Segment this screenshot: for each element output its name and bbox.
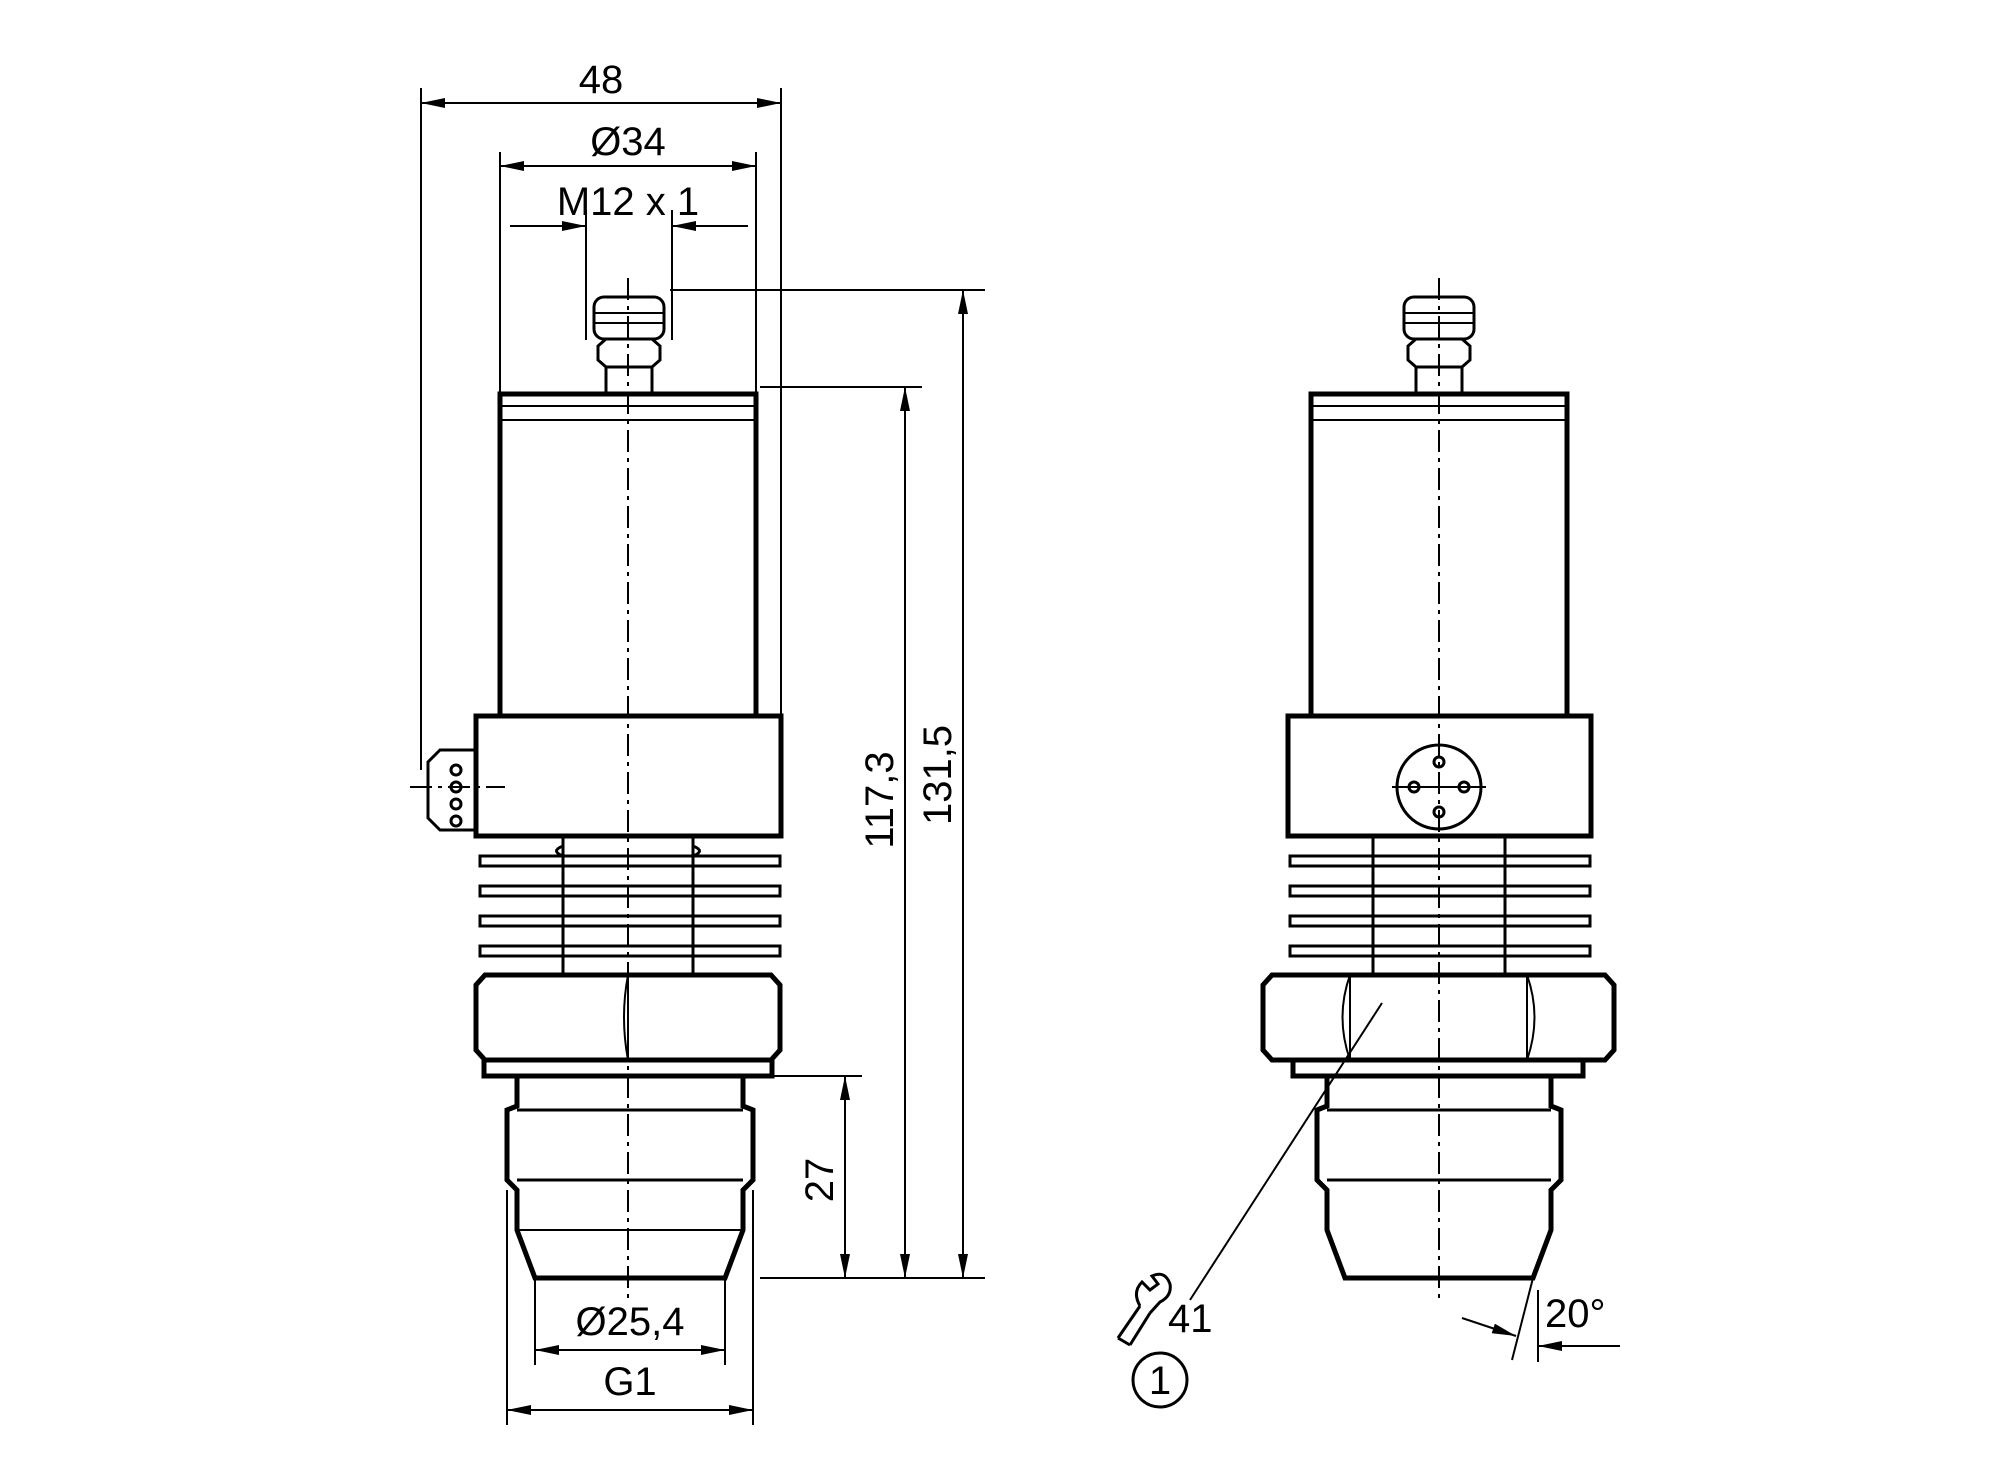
callout-number: 1 <box>1149 1359 1171 1403</box>
process-thread <box>504 1076 756 1281</box>
side-connector <box>410 748 505 832</box>
dim-thread-length: 27 <box>798 1158 842 1203</box>
dimension-lines <box>420 88 1620 1425</box>
dim-housing-diameter: Ø34 <box>590 120 666 164</box>
dim-height-housing: 117,3 <box>858 751 902 848</box>
dim-connector-thread: M12 x 1 <box>557 180 699 224</box>
callout-circle <box>1131 1351 1189 1409</box>
dim-wrench-size: 41 <box>1168 1297 1213 1341</box>
front-view <box>1260 278 1617 1300</box>
dim-height-total: 131,5 <box>916 725 960 825</box>
dim-tip-diameter: Ø25,4 <box>576 1300 685 1344</box>
wrench-icon <box>1116 1272 1172 1347</box>
cooling-fins <box>478 836 782 975</box>
dim-angle: 20° <box>1545 1292 1606 1336</box>
side-view <box>410 278 784 1300</box>
dim-width-total: 48 <box>579 58 624 102</box>
dim-process-thread: G1 <box>603 1360 656 1404</box>
